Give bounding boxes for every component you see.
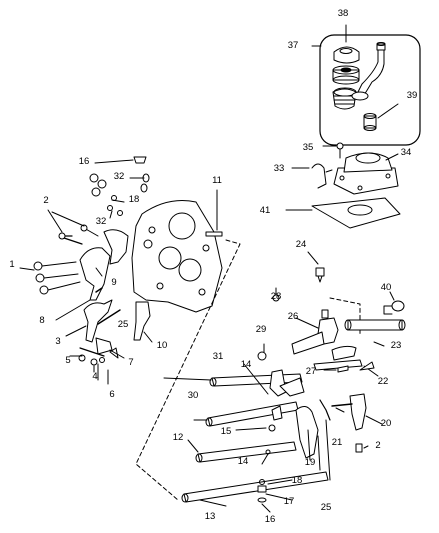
transfer-case-plate	[131, 189, 223, 313]
range-lever-linkage	[65, 299, 153, 385]
shifter-boot-inset	[311, 24, 421, 146]
lower-rails	[181, 393, 383, 513]
assembly-guide-line	[135, 239, 241, 501]
shift-fork-assembly	[19, 209, 129, 321]
plugs	[307, 251, 405, 315]
center-shift-forks	[235, 363, 345, 481]
detent-parts	[89, 156, 150, 219]
shifter-housing	[285, 142, 401, 229]
